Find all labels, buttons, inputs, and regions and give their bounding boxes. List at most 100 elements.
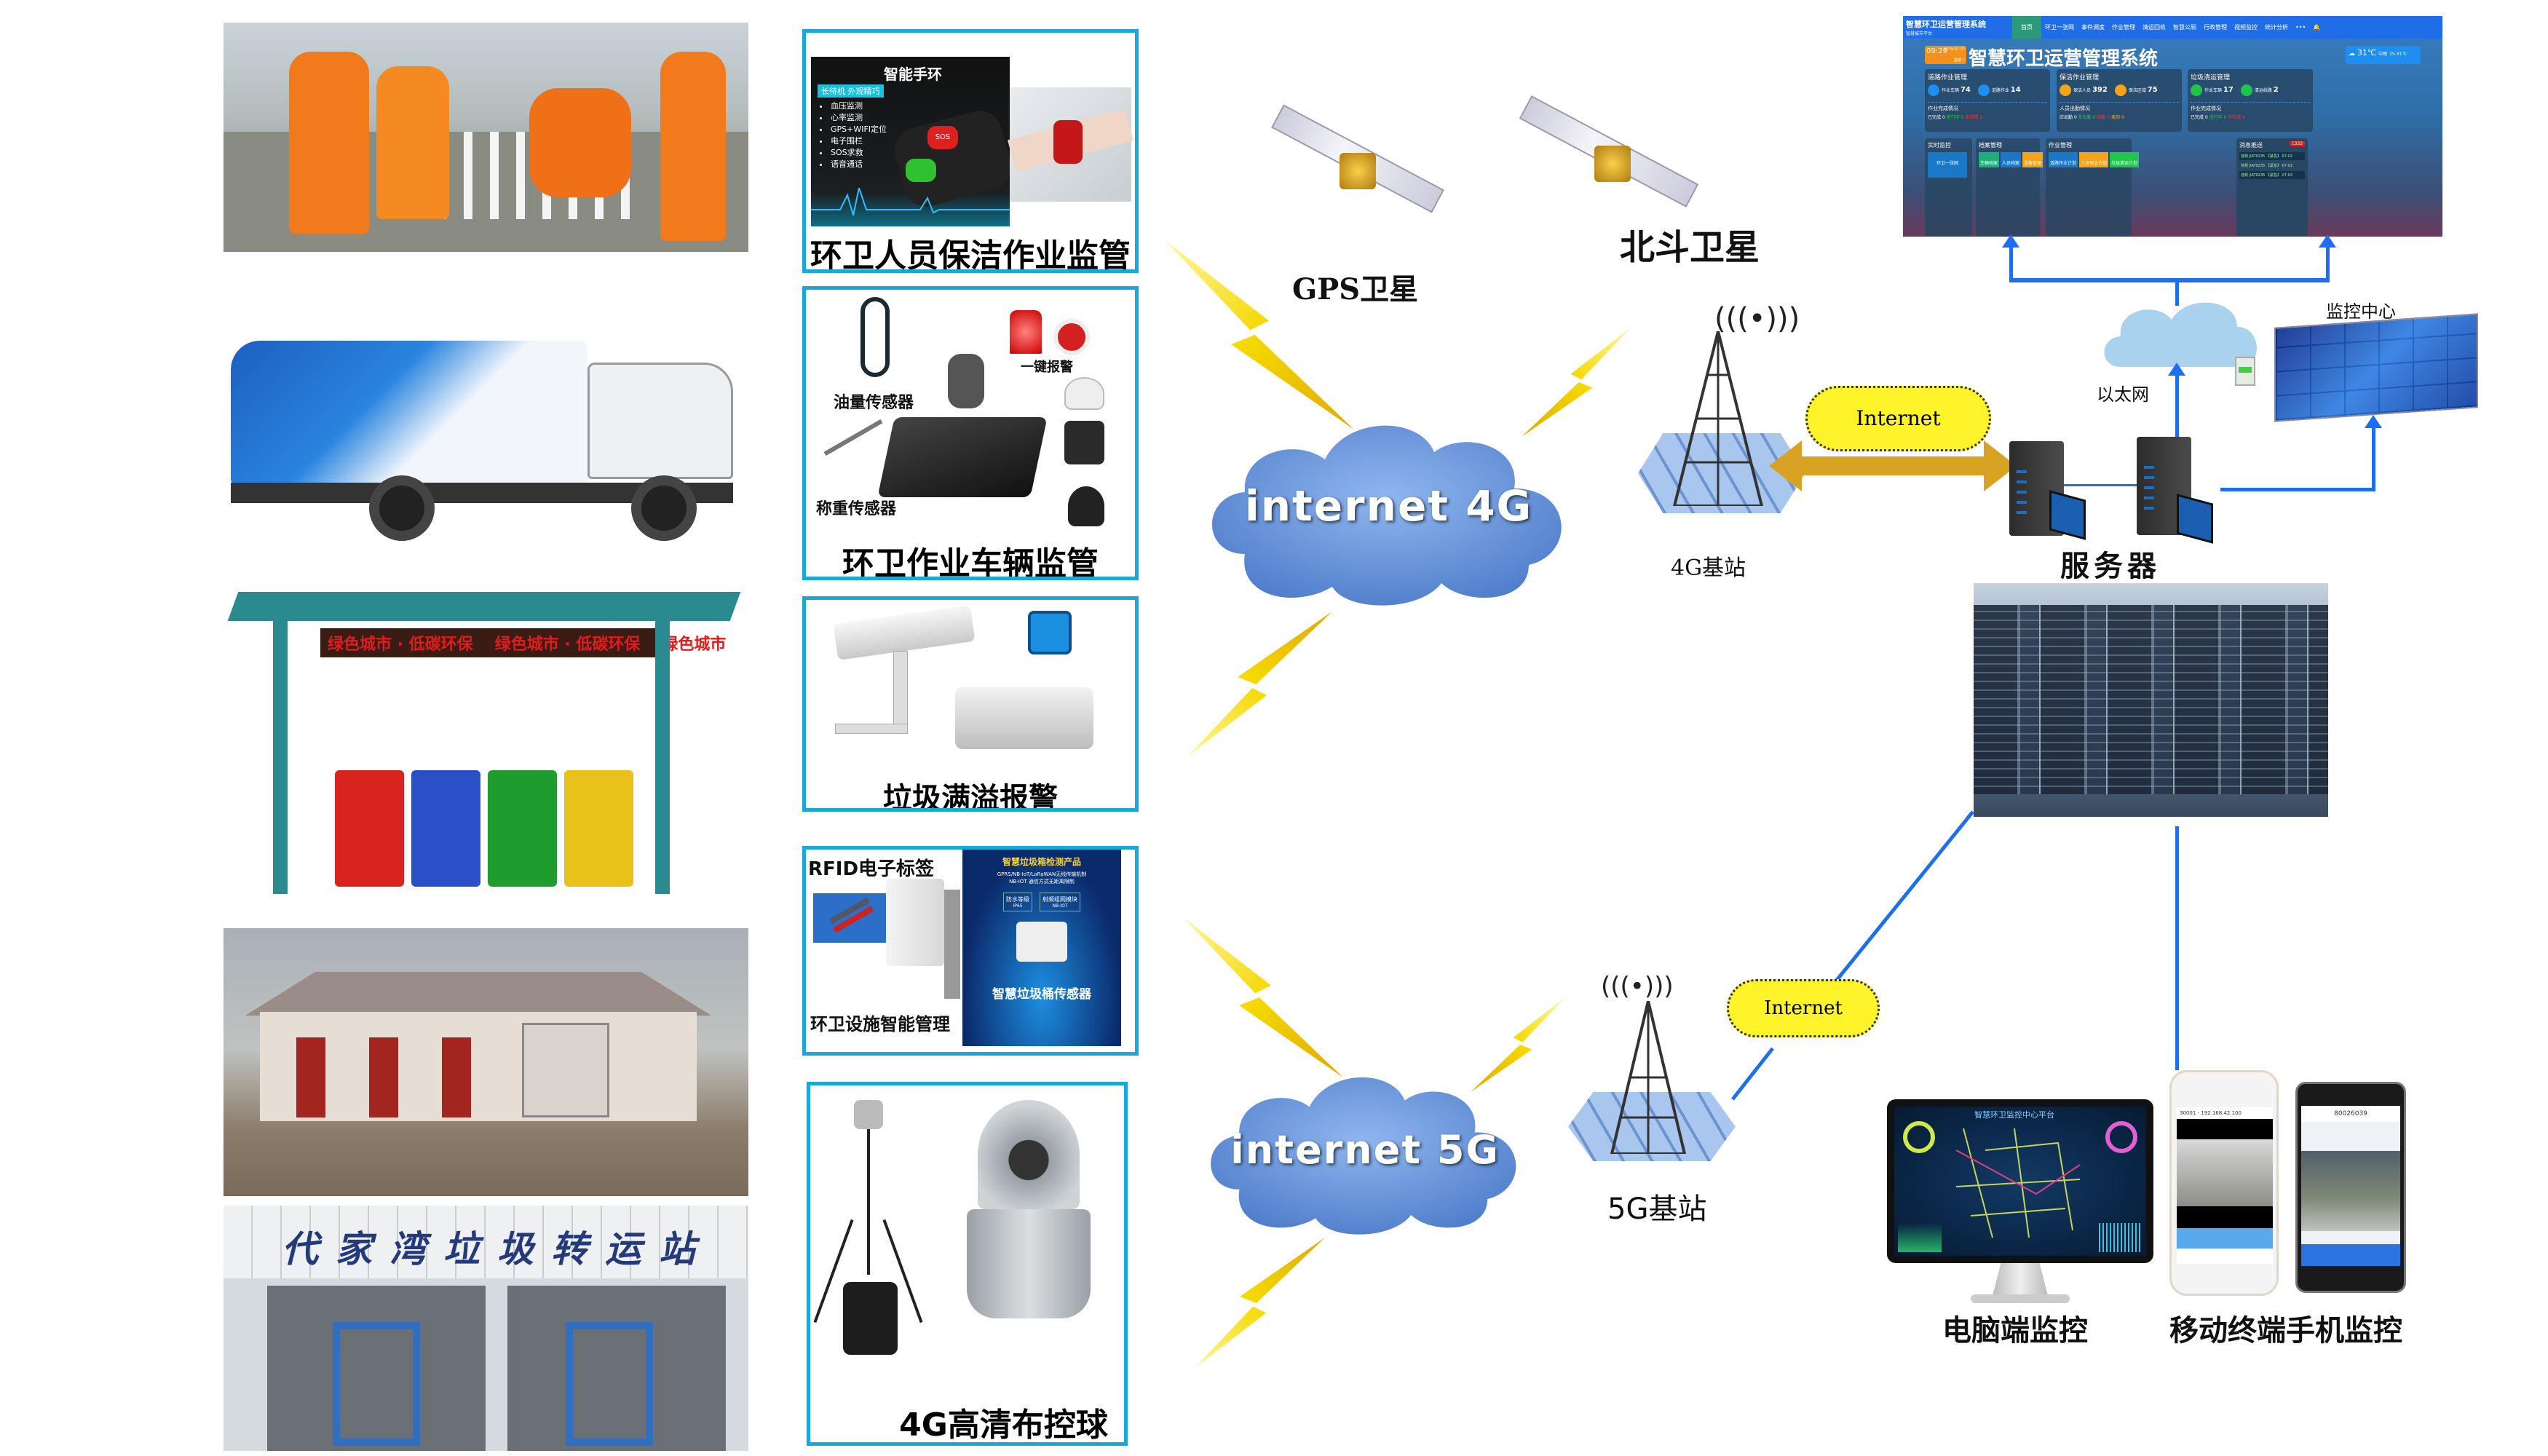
internet-5g-cloud: internet 5G: [1201, 1061, 1529, 1241]
nav-item[interactable]: 行政管理: [2204, 24, 2227, 31]
nav-item[interactable]: 视频监控: [2234, 24, 2258, 31]
server-monitor-icon: [2177, 494, 2213, 544]
vehicle-camera-image: [1064, 421, 1104, 464]
card-subtitle: 作业完成情况: [2191, 102, 2310, 112]
archive-card[interactable]: 档案管理 车辆档案人员档案设备管理: [1976, 138, 2043, 237]
tile-button[interactable]: 人员档案: [2001, 152, 2022, 167]
dome-camera-ball-image: [978, 1100, 1080, 1209]
wrist-photo: [1008, 87, 1133, 202]
poster-box-title: 防水等级: [1006, 896, 1029, 903]
connector-line: [2009, 278, 2330, 282]
dashboard-nav: 智慧环卫运营管理系统智慧城市平台 首页 环卫一张网 事件调度 作业管理 清运回收…: [1903, 16, 2442, 39]
rfid-reader-image: [886, 879, 944, 966]
lightning-bolt-icon: [1194, 1238, 1325, 1369]
cloud-label: internet 5G: [1230, 1127, 1500, 1173]
panel-caption: 4G高清布控球: [899, 1406, 1108, 1444]
clock-weekday: 星期二: [1953, 58, 1965, 63]
tripod-camera-image: [854, 1100, 883, 1129]
work-card[interactable]: 作业管理 道路作业计划人员保洁计划垃圾清运计划: [2046, 138, 2140, 237]
nav-item[interactable]: 环卫一张网: [2045, 24, 2074, 31]
dashboard-big-title: 智慧环卫运营管理系统: [1969, 48, 2159, 70]
cloud-label: internet 4G: [1244, 481, 1533, 531]
feature-item: GPS+WIFI定位: [820, 124, 887, 135]
mdvr-device-image: [877, 417, 1048, 497]
weather-widget: ☁ 31℃ 中雨 25-31℃: [2346, 46, 2421, 64]
pc-screen-title: 智慧环卫监控中心平台: [1974, 1110, 2054, 1120]
arrow-up-icon: [2002, 234, 2019, 248]
nav-item[interactable]: 事件调度: [2081, 24, 2105, 31]
card-title: 道路作业管理: [1928, 74, 1968, 82]
tile-button[interactable]: 垃圾清运计划: [2110, 152, 2140, 167]
wristband-title: 智能手环: [884, 66, 942, 83]
message-item[interactable]: 违规 JIAT0235 【紧急】 07-02: [2239, 171, 2305, 179]
nav-item[interactable]: 智慧公厕: [2173, 24, 2196, 31]
poster-box-title: 射频组网模块: [1042, 896, 1077, 903]
more-icon[interactable]: •••: [2295, 24, 2306, 31]
poster-line: GPRS/NB-IoT/LoRaWAN无线传输机制: [997, 871, 1087, 877]
monitor-center-label: 监控中心: [2326, 301, 2396, 322]
arrow-up-icon: [2365, 415, 2382, 428]
internet-label: Internet: [1856, 406, 1941, 430]
bell-icon[interactable]: 🔔: [2313, 24, 2321, 31]
internet-cloud-2: Internet: [1727, 979, 1880, 1037]
5g-base-label: 5G基站: [1607, 1192, 1707, 1226]
card-subtitle: 作业完成情况: [1928, 102, 2047, 112]
microphone-image: [948, 354, 984, 408]
card-value: 392: [2092, 85, 2108, 94]
message-count-badge: 1333: [2289, 141, 2305, 146]
connector-line: [2009, 240, 2013, 280]
public-toilet-photo: [223, 928, 748, 1196]
weather-temp: 31℃: [2357, 48, 2377, 58]
poster-line: NB-IOT 通信方式无距离限制: [1009, 879, 1075, 885]
server-room-photo: [1974, 583, 2328, 817]
weather-range: 25-31℃: [2389, 52, 2407, 57]
feature-item: SOS求救: [820, 147, 887, 159]
weight-sensor-image: [823, 419, 883, 456]
poster-title: 智慧垃圾箱检测产品: [1002, 857, 1081, 867]
message-item[interactable]: 违规 JIAT0235 【紧急】 07-02: [2241, 164, 2293, 168]
connector-line: [2064, 484, 2137, 486]
tile-button[interactable]: 人员保洁计划: [2079, 152, 2109, 167]
tile-button[interactable]: 设备管理: [2022, 152, 2043, 167]
card-title: 保洁作业管理: [2060, 74, 2100, 82]
alarm-label: 一键报警: [1021, 360, 1073, 375]
double-arrow-icon: [1769, 440, 2017, 491]
card-key: 保洁区域: [2128, 87, 2146, 93]
card-title: 实时监控: [1928, 142, 1951, 149]
side-camera-image: [1068, 486, 1104, 526]
panel-overflow: 垃圾满溢报警: [802, 596, 1139, 812]
realtime-card[interactable]: 实时监控 环卫一张网: [1925, 138, 1972, 237]
4g-tower-icon: (((•))): [1623, 302, 1813, 521]
pc-monitor-icon: 智慧环卫监控中心平台: [1887, 1099, 2153, 1307]
panel-caption: 环卫作业车辆监管: [842, 545, 1099, 580]
messages-card[interactable]: 消息推送 1333 违规 JIAT0235 【紧急】 07-02 违规 JIAT…: [2236, 138, 2308, 237]
rfid-label: RFID电子标签: [808, 858, 935, 880]
card-title: 消息推送: [2239, 142, 2263, 149]
dashboard-screenshot: 智慧环卫运营管理系统智慧城市平台 首页 环卫一张网 事件调度 作业管理 清运回收…: [1903, 16, 2442, 237]
tile-button[interactable]: 车辆档案: [1979, 152, 2000, 167]
phone-address: 30001 - 192.168.42.100: [2180, 1110, 2242, 1116]
gps-satellite-label: GPS卫星: [1292, 272, 1419, 306]
workers-photo: [223, 23, 748, 252]
iphone-icon: 30001 - 192.168.42.100: [2169, 1070, 2279, 1296]
message-item[interactable]: 违规 JIAT0235 【紧急】 07-02: [2239, 152, 2305, 160]
nav-item-home[interactable]: 首页: [2012, 16, 2041, 39]
led-sign-text: 绿色城市 · 低碳环保: [328, 636, 473, 654]
mobile-monitor-label: 移动终端手机监控: [2169, 1314, 2402, 1348]
nav-item[interactable]: 统计分析: [2265, 24, 2288, 31]
card-title: 垃圾清运管理: [2191, 74, 2231, 82]
feature-item: 语音通话: [820, 159, 887, 170]
tile-button[interactable]: 道路作业计划: [2049, 152, 2078, 167]
sos-button: SOS: [927, 126, 958, 149]
tile-button[interactable]: 环卫一张网: [1928, 152, 1967, 178]
cloud-icon: ☁: [2349, 50, 2355, 58]
video-wall-icon: [2274, 313, 2478, 422]
card-value: 2: [2273, 85, 2279, 94]
nav-item[interactable]: 作业管理: [2112, 24, 2135, 31]
ethernet-label: 以太网: [2097, 384, 2149, 405]
nav-item[interactable]: 清运回收: [2143, 24, 2166, 31]
poster-product: 智慧垃圾桶传感器: [992, 987, 1091, 1002]
